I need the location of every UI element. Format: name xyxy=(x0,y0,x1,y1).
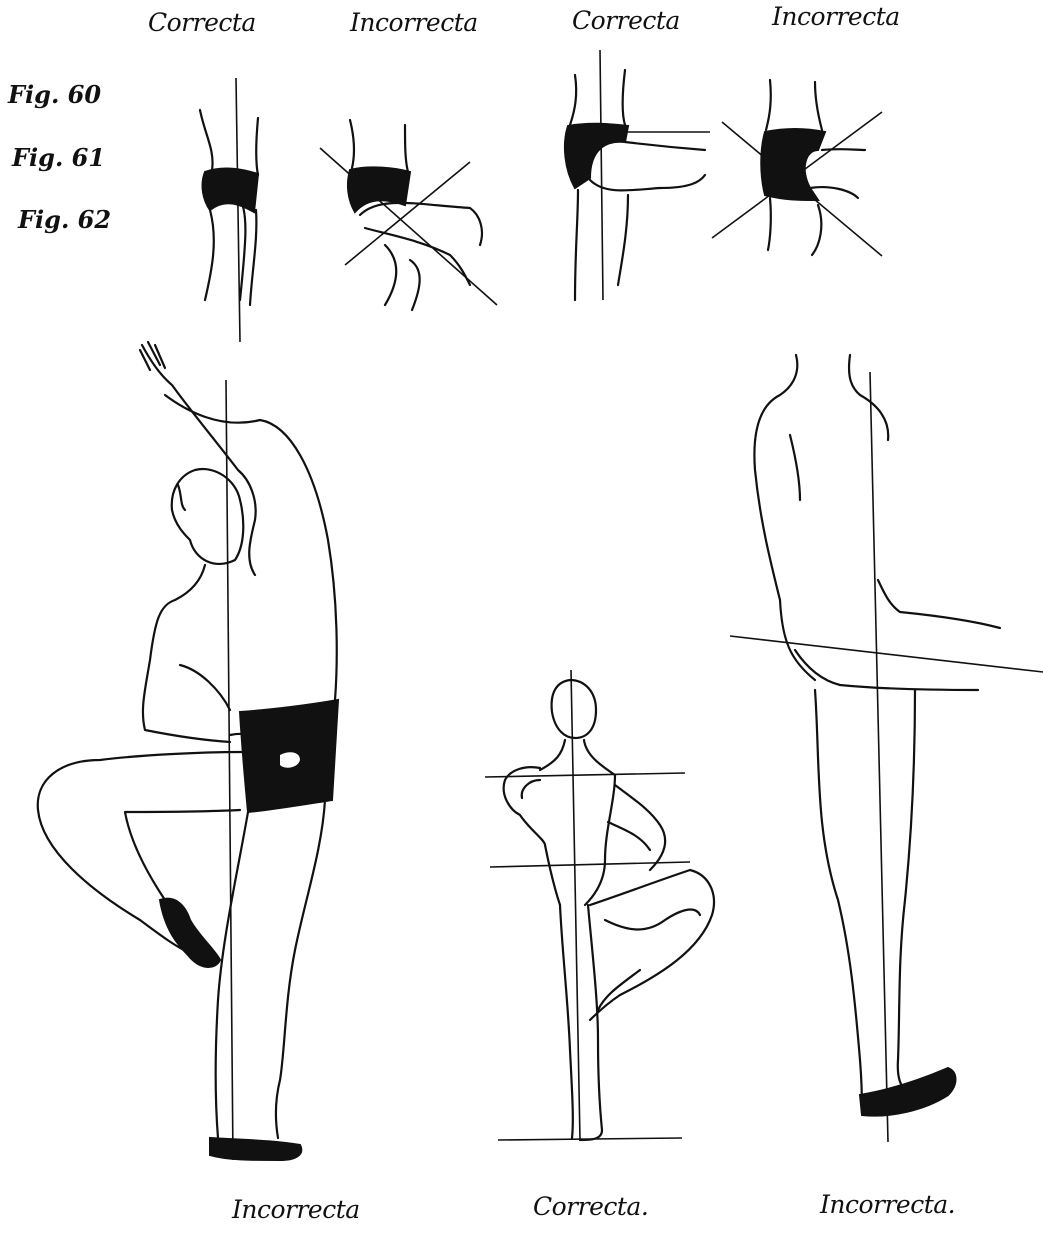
large-figure-left-incorrect xyxy=(38,342,338,1160)
small-figure-3-correct xyxy=(565,50,710,300)
large-figure-right-incorrect xyxy=(730,355,1043,1142)
small-figure-2-incorrect xyxy=(320,120,497,310)
middle-figure-correct xyxy=(485,670,714,1140)
small-figure-4-incorrect xyxy=(712,80,882,256)
small-figure-1-correct xyxy=(200,78,258,342)
